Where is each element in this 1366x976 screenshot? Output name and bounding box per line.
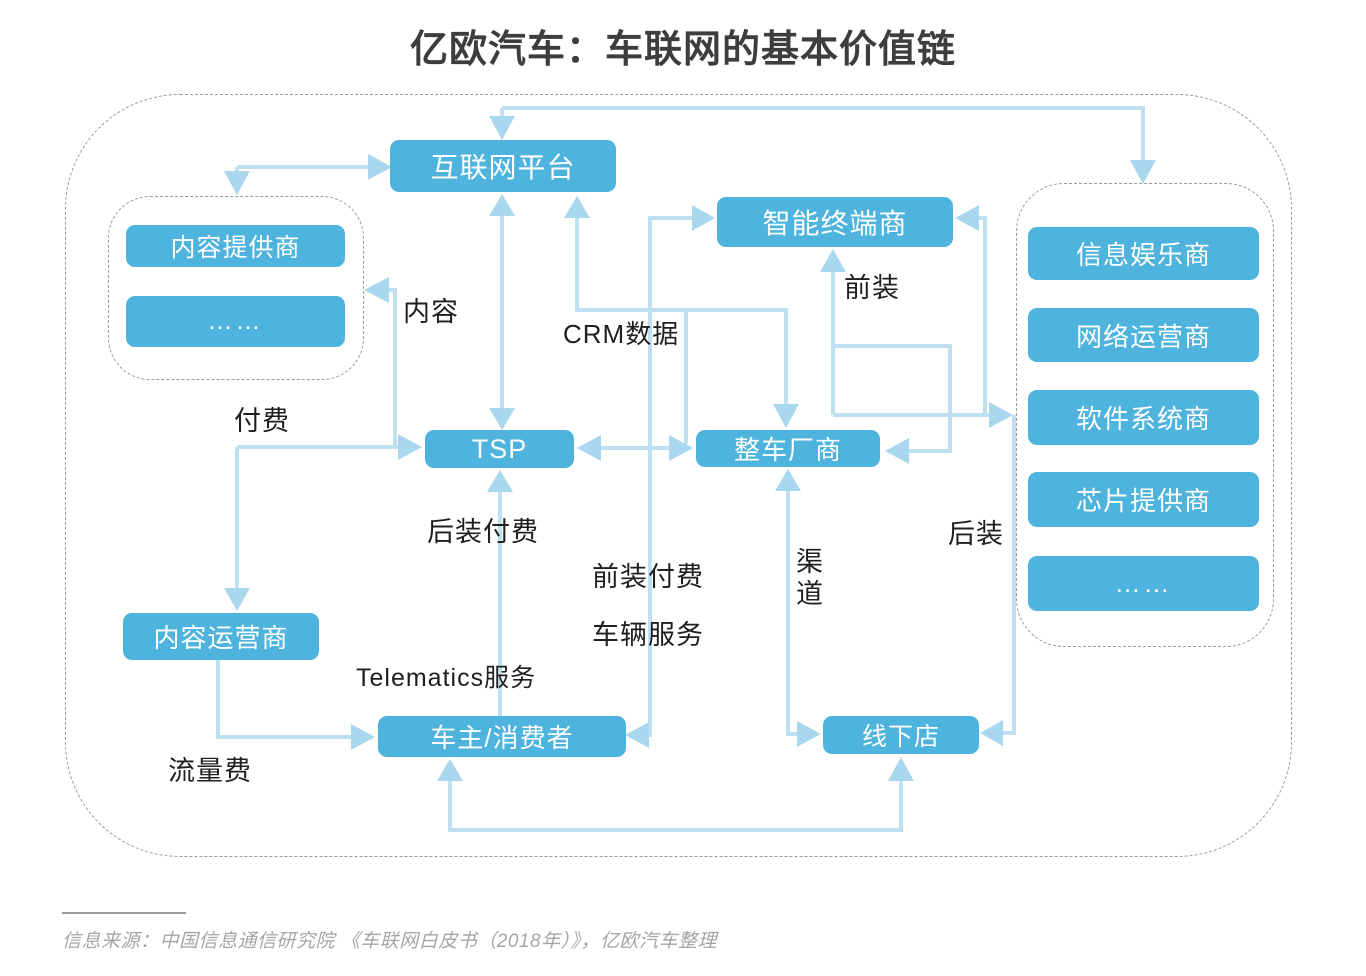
connector-pay <box>224 434 422 611</box>
content-provider-group-frame <box>108 196 364 380</box>
footer-divider <box>62 912 186 914</box>
edge-label-telematics: Telematics服务 <box>356 664 537 692</box>
connector-carowner-store <box>437 757 914 832</box>
edge-label-aftermarket-pay: 后装付费 <box>427 517 539 547</box>
connector-tsp-oem <box>577 435 693 461</box>
connector-carowner-tsp <box>487 470 513 716</box>
edge-label-pay: 付费 <box>234 406 290 436</box>
edge-label-crm-data: CRM数据 <box>563 319 680 349</box>
connector-content <box>364 277 397 447</box>
connector-leftgroup-platform <box>224 154 392 195</box>
edge-label-channel: 渠道 <box>796 547 824 610</box>
node-oem: 整车厂商 <box>696 430 880 467</box>
page-title: 亿欧汽车：车联网的基本价值链 <box>409 29 956 71</box>
connector-terminal-oem <box>833 344 952 464</box>
node-car-owner: 车主/消费者 <box>378 716 626 757</box>
edge-label-aftermarket: 后装 <box>948 519 1004 549</box>
connector-platform-top-to-suppliers <box>489 106 1156 184</box>
outer-boundary-frame <box>65 94 1292 857</box>
connector-front-install <box>820 249 846 415</box>
node-content-provider-dots: …… <box>126 296 345 347</box>
node-infotainment: 信息娱乐商 <box>1028 227 1259 280</box>
connector-suppliers-terminal <box>955 205 987 415</box>
connector-platform-tsp <box>489 194 515 430</box>
node-content-provider: 内容提供商 <box>126 225 345 267</box>
node-content-operator: 内容运营商 <box>123 613 319 660</box>
node-tsp: TSP <box>425 430 574 468</box>
connector-to-suppliers <box>833 402 1013 428</box>
edge-label-front-install: 前装 <box>844 273 900 303</box>
node-network-operator: 网络运营商 <box>1028 308 1259 362</box>
connector-aftermarket <box>980 415 1016 746</box>
edge-label-vehicle-service: 车辆服务 <box>592 620 704 650</box>
connector-crm <box>564 196 799 428</box>
node-smart-terminal: 智能终端商 <box>717 197 953 247</box>
source-note: 信息来源：中国信息通信研究院 《车联网白皮书（2018年）》，亿欧汽车整理 <box>62 931 718 952</box>
edge-label-front-install-pay: 前装付费 <box>592 562 704 592</box>
node-software-system: 软件系统商 <box>1028 390 1259 445</box>
connector-terminal-carowner <box>625 205 715 748</box>
node-internet-platform: 互联网平台 <box>390 140 616 192</box>
edge-label-content: 内容 <box>403 297 459 327</box>
node-offline-store: 线下店 <box>823 716 979 754</box>
connector-operator-carowner <box>216 660 375 750</box>
supplier-group-frame <box>1016 183 1274 647</box>
node-chip-provider: 芯片提供商 <box>1028 472 1259 527</box>
edge-label-traffic-fee: 流量费 <box>168 756 252 786</box>
connector-channel <box>775 469 821 747</box>
node-supplier-dots: …… <box>1028 556 1259 611</box>
